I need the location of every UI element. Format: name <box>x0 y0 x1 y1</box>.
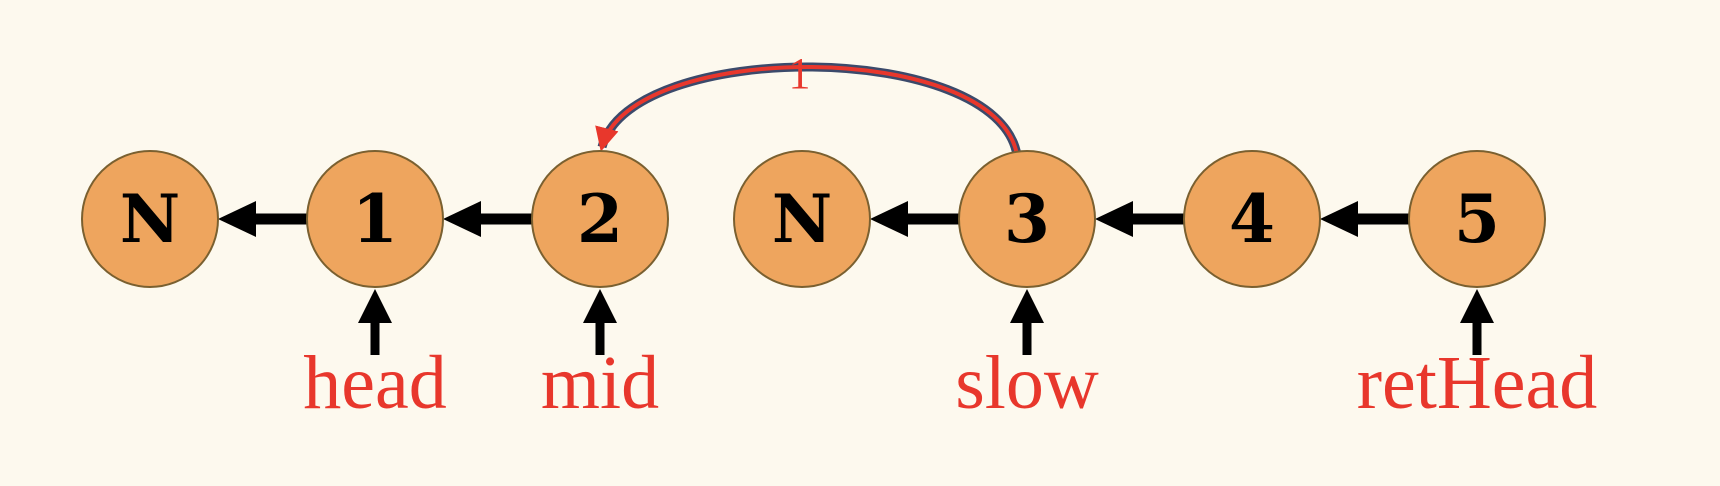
link-arrow-one-to-n1 <box>218 201 307 237</box>
link-arrow-five-to-four <box>1320 201 1409 237</box>
node-circle <box>306 150 444 288</box>
pointer-label: head <box>303 341 446 425</box>
link-arrow-three-to-n2 <box>870 201 959 237</box>
pointer-label: slow <box>955 341 1099 425</box>
node-four: 4 <box>1183 150 1321 288</box>
pointer-mid: mid <box>541 289 659 425</box>
node-label: N <box>772 180 832 258</box>
node-one: 1 <box>306 150 444 288</box>
node-circle <box>958 150 1096 288</box>
pointer-arrow-head <box>1010 289 1044 323</box>
pointer-head: head <box>303 289 447 425</box>
links-layer: 1 <box>218 49 1409 237</box>
pointer-label: mid <box>541 341 659 425</box>
node-label: 3 <box>1004 180 1050 258</box>
node-two: 2 <box>531 150 669 288</box>
node-label: 5 <box>1454 180 1500 258</box>
pointer-slow: slow <box>955 289 1099 425</box>
node-circle <box>733 150 871 288</box>
node-label: 1 <box>352 180 398 258</box>
pointer-label: retHead <box>1357 341 1598 425</box>
node-five: 5 <box>1408 150 1546 288</box>
curved-link-label: 1 <box>789 49 811 98</box>
pointer-arrow-head <box>583 289 617 323</box>
node-circle <box>1183 150 1321 288</box>
node-three: 3 <box>958 150 1096 288</box>
pointers-layer: head mid slow retHead <box>303 289 1597 425</box>
node-label: N <box>120 180 180 258</box>
pointer-arrow-head <box>358 289 392 323</box>
curved-link-three-to-two: 1 <box>595 49 1022 156</box>
pointer-retHead: retHead <box>1357 289 1598 425</box>
node-circle <box>81 150 219 288</box>
nodes-layer: N 1 2 N 3 4 5 <box>81 150 1546 288</box>
node-circle <box>1408 150 1546 288</box>
node-n1: N <box>81 150 219 288</box>
node-label: 2 <box>577 180 623 258</box>
link-arrow-four-to-three <box>1095 201 1184 237</box>
pointer-arrow-head <box>1460 289 1494 323</box>
node-label: 4 <box>1229 180 1275 258</box>
link-arrow-two-to-one <box>443 201 532 237</box>
node-n2: N <box>733 150 871 288</box>
node-circle <box>531 150 669 288</box>
